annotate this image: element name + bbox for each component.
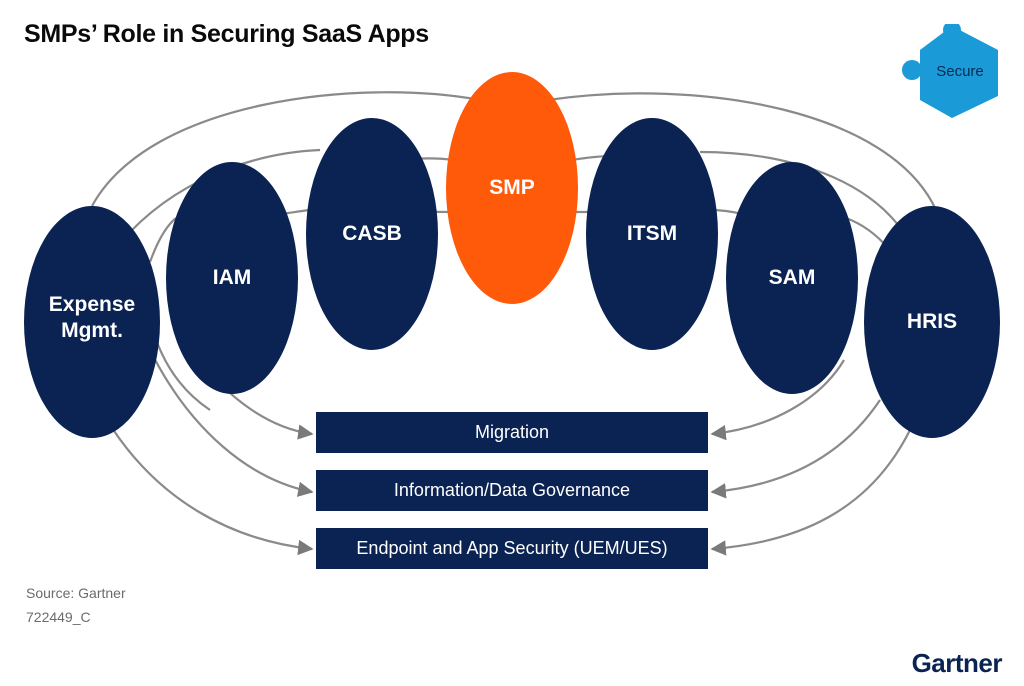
- outcome-governance: Information/Data Governance: [316, 470, 708, 511]
- node-smp-label: SMP: [489, 176, 535, 199]
- node-itsm-label: ITSM: [626, 222, 678, 245]
- node-sam: [726, 162, 858, 394]
- puzzle-hexagon-icon: [902, 24, 998, 118]
- figure-code: 722449_C: [26, 609, 91, 625]
- gartner-logo: Gartner: [911, 648, 1003, 678]
- arrow-right-governance: [710, 399, 881, 499]
- arc-expense-iam: [148, 217, 177, 263]
- node-iam: [166, 162, 298, 394]
- node-itsm: [586, 118, 718, 350]
- arrow-right-migration: [710, 359, 845, 441]
- node-expense-label-text: Expense Mgmt.: [48, 293, 136, 342]
- page-title: SMPs’ Role in Securing SaaS Apps: [24, 20, 429, 48]
- arrow-left-governance: [149, 349, 314, 497]
- arc-expense-smp: [91, 91, 481, 207]
- node-casb: [306, 118, 438, 350]
- node-iam-label: IAM: [212, 266, 252, 289]
- outcome-security: Endpoint and App Security (UEM/UES): [316, 528, 708, 569]
- source-note: Source: Gartner: [26, 585, 126, 601]
- node-smp: [446, 72, 578, 304]
- node-expense: [24, 206, 160, 438]
- node-hris: [864, 206, 1000, 438]
- node-hris-label: HRIS: [906, 310, 958, 333]
- node-sam-label: SAM: [768, 266, 816, 289]
- arc-itsm-hris: [699, 150, 907, 237]
- arc-smp-hris: [547, 92, 937, 211]
- arrow-left-security: [111, 427, 314, 556]
- secure-badge-label: Secure: [936, 63, 984, 80]
- arrow-right-security: [710, 429, 911, 556]
- node-casb-label: CASB: [342, 222, 402, 245]
- outcome-migration: Migration: [316, 412, 708, 453]
- node-expense-label: Expense Mgmt.: [49, 292, 135, 344]
